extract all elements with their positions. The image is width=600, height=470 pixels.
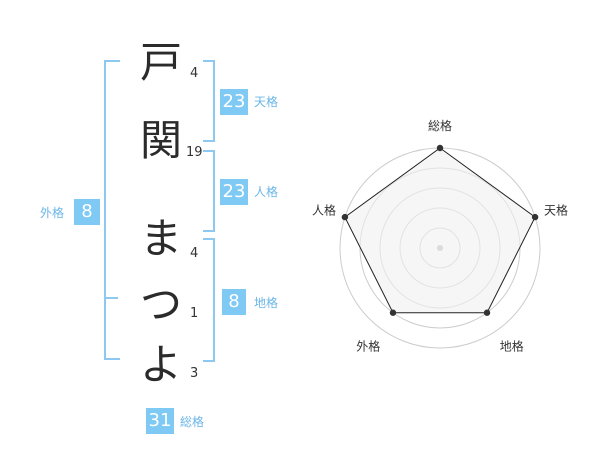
tenkaku-label: 天格 (254, 95, 279, 109)
gaikaku-bracket (104, 60, 120, 360)
soukaku-value: 31 (146, 408, 174, 434)
name-char-2: 関 (140, 116, 183, 165)
soukaku-label: 総格 (180, 415, 205, 429)
radar-axis-label-4: 外格 (356, 339, 380, 354)
name-char-4: つ (140, 280, 183, 329)
radar-point-1 (436, 144, 444, 152)
stroke-count-2: 19 (186, 145, 203, 160)
tenkaku-bracket (203, 60, 215, 142)
gaikaku-value: 8 (74, 199, 100, 225)
tenkaku-value: 23 (220, 89, 248, 115)
name-char-5: よ (140, 340, 183, 389)
radar-axis-label-1: 総格 (428, 118, 452, 133)
jinkaku-value: 23 (220, 179, 248, 205)
radar-point-3 (483, 309, 491, 316)
name-char-1: 戸 (140, 38, 183, 87)
name-char-3: ま (140, 214, 183, 263)
radar-series-polygon (344, 147, 536, 314)
chikaku-value: 8 (222, 289, 246, 315)
gaikaku-bracket-mid (104, 297, 118, 299)
radar-point-2 (531, 213, 539, 221)
chikaku-label: 地格 (254, 296, 279, 310)
radar-axis-label-3: 地格 (500, 339, 524, 354)
radar-axis-label-2: 天格 (544, 202, 568, 217)
stroke-count-3: 4 (190, 246, 199, 261)
gaikaku-label: 外格 (40, 206, 65, 220)
stroke-count-1: 4 (190, 66, 199, 81)
jinkaku-bracket (203, 150, 215, 232)
radar-point-4 (389, 309, 397, 316)
chikaku-bracket (203, 238, 215, 362)
jinkaku-label: 人格 (254, 185, 279, 199)
radar-axis-label-5: 人格 (312, 202, 336, 217)
stroke-count-5: 3 (190, 366, 199, 381)
radar-point-5 (341, 213, 349, 221)
stroke-count-4: 1 (190, 306, 199, 321)
